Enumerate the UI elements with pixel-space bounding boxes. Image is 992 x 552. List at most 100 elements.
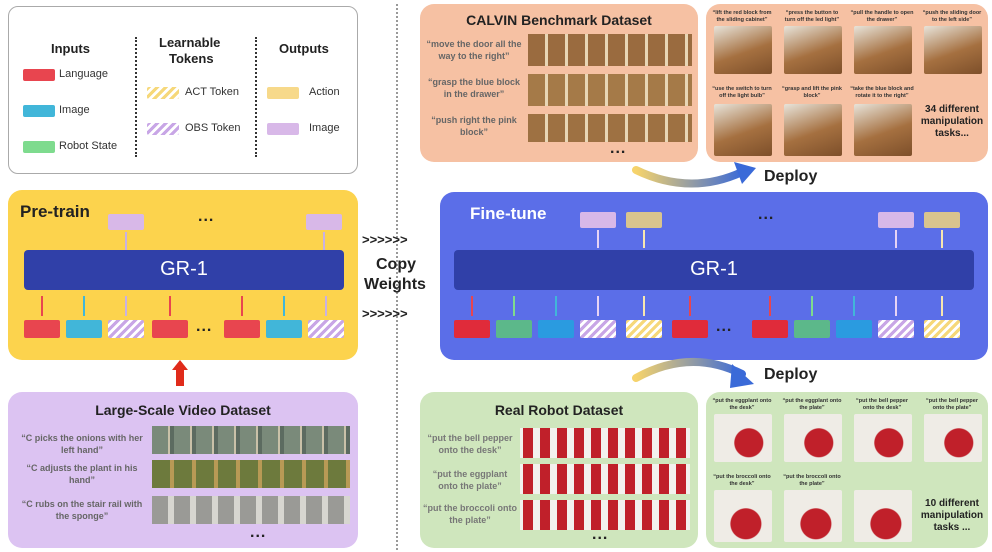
finetune-act-token-2 xyxy=(924,320,960,338)
finetune-in-arrow-2 xyxy=(513,296,515,316)
pretrain-obs-token-1 xyxy=(108,320,144,338)
legend-language-label: Language xyxy=(59,68,108,80)
finetune-up-arrow-out-2 xyxy=(643,230,645,248)
calvin-quote-2: “grasp the blue block in the drawer” xyxy=(427,77,521,99)
pretrain-in-arrow-4 xyxy=(169,296,171,316)
finetune-input-language-2 xyxy=(672,320,708,338)
real-task-caption-5: “put the broccoli onto the desk” xyxy=(713,474,771,487)
calvin-task-caption-1: “lift the red block from the sliding cab… xyxy=(712,10,772,23)
calvin-task-image-2 xyxy=(784,26,842,74)
finetune-in-arrow-7 xyxy=(769,296,771,316)
real-robot-frames-row-1 xyxy=(520,428,690,458)
finetune-input-language-1 xyxy=(454,320,490,338)
calvin-summary: 34 different manipulation tasks... xyxy=(920,104,984,139)
finetune-input-language-3 xyxy=(752,320,788,338)
pretrain-input-image-2 xyxy=(266,320,302,338)
video-quote-3: “C rubs on the stair rail with the spong… xyxy=(21,499,143,521)
pretrain-panel: Pre-train ... GR-1 ... xyxy=(8,190,358,360)
legend-divider-2 xyxy=(255,37,257,157)
video-to-pretrain-arrow xyxy=(176,366,184,386)
real-robot-tasks-panel: “put the eggplant onto the desk” “put th… xyxy=(706,392,988,548)
real-task-caption-2: “put the eggplant onto the plate” xyxy=(782,398,842,411)
finetune-in-arrow-3 xyxy=(555,296,557,316)
video-ellipsis: ... xyxy=(250,524,267,541)
calvin-task-image-4 xyxy=(924,26,982,74)
calvin-frames-row-3 xyxy=(528,114,692,142)
calvin-task-image-1 xyxy=(714,26,772,74)
real-robot-title: Real Robot Dataset xyxy=(494,402,624,418)
copy-label-line1: Copy xyxy=(376,256,416,273)
legend-divider-1 xyxy=(135,37,137,157)
left-right-divider xyxy=(396,4,398,550)
copy-arrows-top: >>>>>> xyxy=(362,232,408,247)
calvin-frames-row-2 xyxy=(528,74,692,106)
pretrain-in-arrow-1 xyxy=(41,296,43,316)
pretrain-up-arrow-out-1 xyxy=(125,232,127,250)
calvin-task-caption-7: “take the blue block and rotate it to th… xyxy=(850,86,914,99)
calvin-title: CALVIN Benchmark Dataset xyxy=(466,12,652,28)
calvin-task-caption-3: “pull the handle to open the drawer” xyxy=(850,10,914,23)
finetune-in-arrow-6 xyxy=(689,296,691,316)
legend-out-image-swatch xyxy=(267,123,299,135)
pretrain-input-image-1 xyxy=(66,320,102,338)
legend-box: Inputs Learnable Tokens Outputs Language… xyxy=(8,6,358,174)
pretrain-bottom-ellipsis: ... xyxy=(196,318,213,335)
finetune-panel: Fine-tune ... GR-1 ... xyxy=(440,192,988,360)
real-task-image-1 xyxy=(714,414,772,462)
calvin-task-caption-6: “grasp and lift the pink block” xyxy=(782,86,842,99)
finetune-in-arrow-1 xyxy=(471,296,473,316)
real-task-image-2 xyxy=(784,414,842,462)
real-task-image-6 xyxy=(784,490,842,542)
finetune-bottom-ellipsis: ... xyxy=(716,318,733,335)
finetune-gr1-block xyxy=(454,250,974,290)
video-quote-2: “C adjusts the plant in his hand” xyxy=(26,463,138,485)
legend-action-label: Action xyxy=(309,86,340,98)
video-frames-row-1 xyxy=(152,426,350,454)
video-to-pretrain-arrowhead xyxy=(172,360,188,370)
video-quote-1: “C picks the onions with her left hand” xyxy=(21,433,143,455)
finetune-in-arrow-10 xyxy=(895,296,897,316)
finetune-input-robot-state-1 xyxy=(496,320,532,338)
pretrain-in-arrow-6 xyxy=(283,296,285,316)
finetune-output-action-2 xyxy=(924,212,960,228)
real-robot-deploy-arrow xyxy=(632,357,754,388)
finetune-up-arrow-out-4 xyxy=(941,230,943,248)
video-frames-row-3 xyxy=(152,496,350,524)
real-task-caption-4: “put the bell pepper onto the plate” xyxy=(926,398,978,411)
legend-language-swatch xyxy=(23,69,55,81)
calvin-task-image-7 xyxy=(854,104,912,156)
real-task-caption-1: “put the eggplant onto the desk” xyxy=(712,398,772,411)
finetune-gr1-label: GR-1 xyxy=(690,258,738,280)
copy-arrows-bottom: >>>>>> xyxy=(362,306,408,321)
finetune-act-token-1 xyxy=(626,320,662,338)
calvin-dataset-panel: CALVIN Benchmark Dataset “move the door … xyxy=(420,4,698,162)
real-task-caption-3: “put the bell pepper onto the desk” xyxy=(856,398,908,411)
pretrain-in-arrow-3 xyxy=(125,296,127,316)
finetune-top-ellipsis: ... xyxy=(758,206,775,223)
legend-outputs-heading: Outputs xyxy=(279,41,329,56)
legend-act-token-label: ACT Token xyxy=(185,86,240,98)
real-robot-deploy-label: Deploy xyxy=(764,366,818,383)
real-robot-frames-row-3 xyxy=(520,500,690,530)
pretrain-output-image-2 xyxy=(306,214,342,230)
finetune-obs-token-2 xyxy=(878,320,914,338)
finetune-input-image-2 xyxy=(836,320,872,338)
calvin-ellipsis: ... xyxy=(610,140,627,157)
finetune-output-image-1 xyxy=(580,212,616,228)
real-robot-ellipsis: ... xyxy=(592,526,609,543)
finetune-in-arrow-8 xyxy=(811,296,813,316)
calvin-deploy-label: Deploy xyxy=(764,168,818,185)
calvin-task-caption-5: “use the switch to turn off the light bu… xyxy=(712,86,772,99)
pretrain-input-language-1 xyxy=(24,320,60,338)
finetune-in-arrow-4 xyxy=(597,296,599,316)
legend-obs-token-label: OBS Token xyxy=(185,122,241,134)
legend-tokens-heading-2: Tokens xyxy=(169,51,214,66)
finetune-in-arrow-9 xyxy=(853,296,855,316)
calvin-task-image-3 xyxy=(854,26,912,74)
calvin-frames-row-1 xyxy=(528,34,692,66)
finetune-obs-token-1 xyxy=(580,320,616,338)
real-robot-quote-3: “put the broccoli onto the plate” xyxy=(423,503,517,525)
pretrain-gr1-label: GR-1 xyxy=(160,258,208,280)
legend-obs-token-swatch xyxy=(147,123,179,135)
pretrain-top-ellipsis: ... xyxy=(198,208,215,225)
